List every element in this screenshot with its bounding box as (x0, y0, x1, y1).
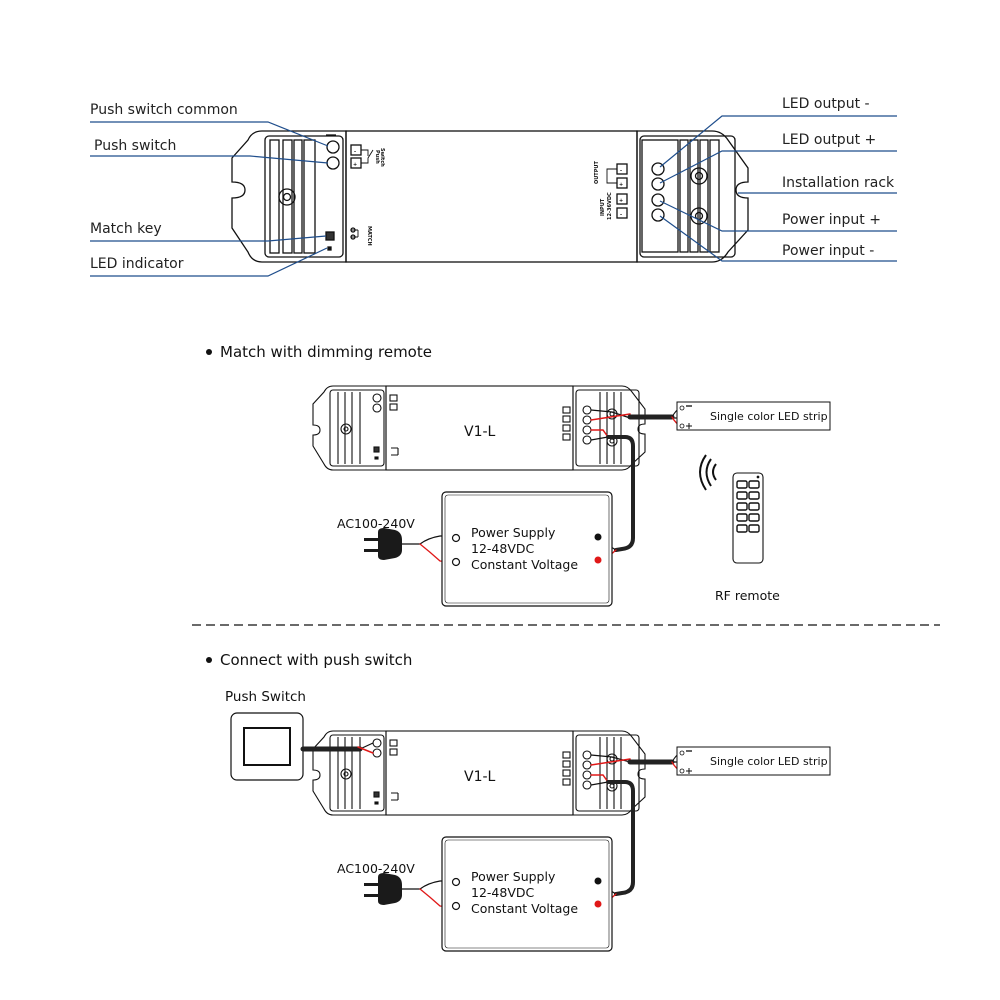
push-switch-icon (230, 712, 304, 781)
input-voltage-label: 12-36VDC (607, 192, 613, 220)
power-supply-type: Constant Voltage (471, 901, 578, 916)
led-strip-section1: Single color LED strip (676, 401, 831, 431)
power-supply-title: Power Supply (471, 525, 556, 540)
bullet-icon (206, 657, 212, 663)
remote-button (748, 524, 760, 533)
remote-button (748, 502, 760, 511)
remote-button (736, 524, 748, 533)
led-strip-section2: Single color LED strip (676, 746, 831, 776)
model-label: V1-L (464, 769, 496, 785)
power-supply-voltage: 12-48VDC (471, 885, 534, 900)
power-supply-section2: Power Supply 12-48VDC Constant Voltage (441, 836, 613, 952)
terminal-minus: - (354, 149, 356, 155)
signal-waves-icon (699, 454, 717, 491)
ac-plug-icon (364, 528, 402, 560)
power-supply-type: Constant Voltage (471, 557, 578, 572)
power-supply-voltage: 12-48VDC (471, 541, 534, 556)
remote-button (748, 491, 760, 500)
terminal-plus: + (619, 182, 623, 188)
callout-power-input-minus: Power input - (782, 243, 874, 259)
terminal-plus: + (619, 198, 623, 204)
rf-remote-label: RF remote (715, 588, 780, 603)
remote-button (736, 513, 748, 522)
remote-button (736, 480, 748, 489)
ac-plug-icon (364, 873, 402, 905)
bullet-icon (206, 349, 212, 355)
wires-section2 (300, 742, 682, 908)
match-label: MATCH (366, 226, 372, 246)
model-label: V1-L (464, 424, 496, 440)
push-label: Push (374, 150, 380, 164)
output-label: OUTPUT (594, 161, 600, 184)
input-label: INPUT (600, 198, 606, 216)
terminal-minus: - (620, 212, 622, 218)
controller-v1l-section1 (312, 385, 646, 471)
section1-heading: Match with dimming remote (220, 343, 432, 361)
ac-voltage-label: AC100-240V (337, 861, 415, 876)
callout-power-input-plus: Power input + (782, 212, 881, 228)
push-switch-label: Push Switch (225, 689, 306, 705)
controller-v1l-section2 (312, 730, 646, 816)
power-supply-section1: Power Supply 12-48VDC Constant Voltage (441, 491, 613, 607)
terminal-signs-top: - + - + + - Switch Push MATCH OUTPUT INP… (353, 148, 623, 246)
terminal-minus: - (620, 168, 622, 174)
switch-label: Switch (379, 148, 385, 167)
terminal-plus: + (353, 162, 357, 168)
callout-installation-rack: Installation rack (782, 175, 895, 191)
callout-push-switch-common: Push switch common (90, 102, 238, 118)
left-callout-labels: Push switch common Push switch Match key… (90, 102, 238, 272)
controller-top (231, 130, 749, 263)
callout-led-output-plus: LED output + (782, 132, 876, 148)
ac-voltage-label: AC100-240V (337, 516, 415, 531)
remote-button (748, 513, 760, 522)
led-strip-label: Single color LED strip (710, 755, 828, 768)
remote-button (748, 480, 760, 489)
power-supply-title: Power Supply (471, 869, 556, 884)
right-callout-labels: LED output - LED output + Installation r… (782, 96, 895, 259)
callout-lines (90, 115, 897, 277)
remote-button (736, 502, 748, 511)
section2-heading: Connect with push switch (220, 651, 412, 669)
remote-buttons (736, 480, 760, 533)
led-strip-label: Single color LED strip (710, 410, 828, 423)
remote-button (736, 491, 748, 500)
rf-remote-icon (732, 472, 764, 564)
callout-led-indicator: LED indicator (90, 256, 184, 272)
callout-led-output-minus: LED output - (782, 96, 870, 112)
callout-match-key: Match key (90, 221, 162, 237)
callout-push-switch: Push switch (94, 138, 176, 154)
